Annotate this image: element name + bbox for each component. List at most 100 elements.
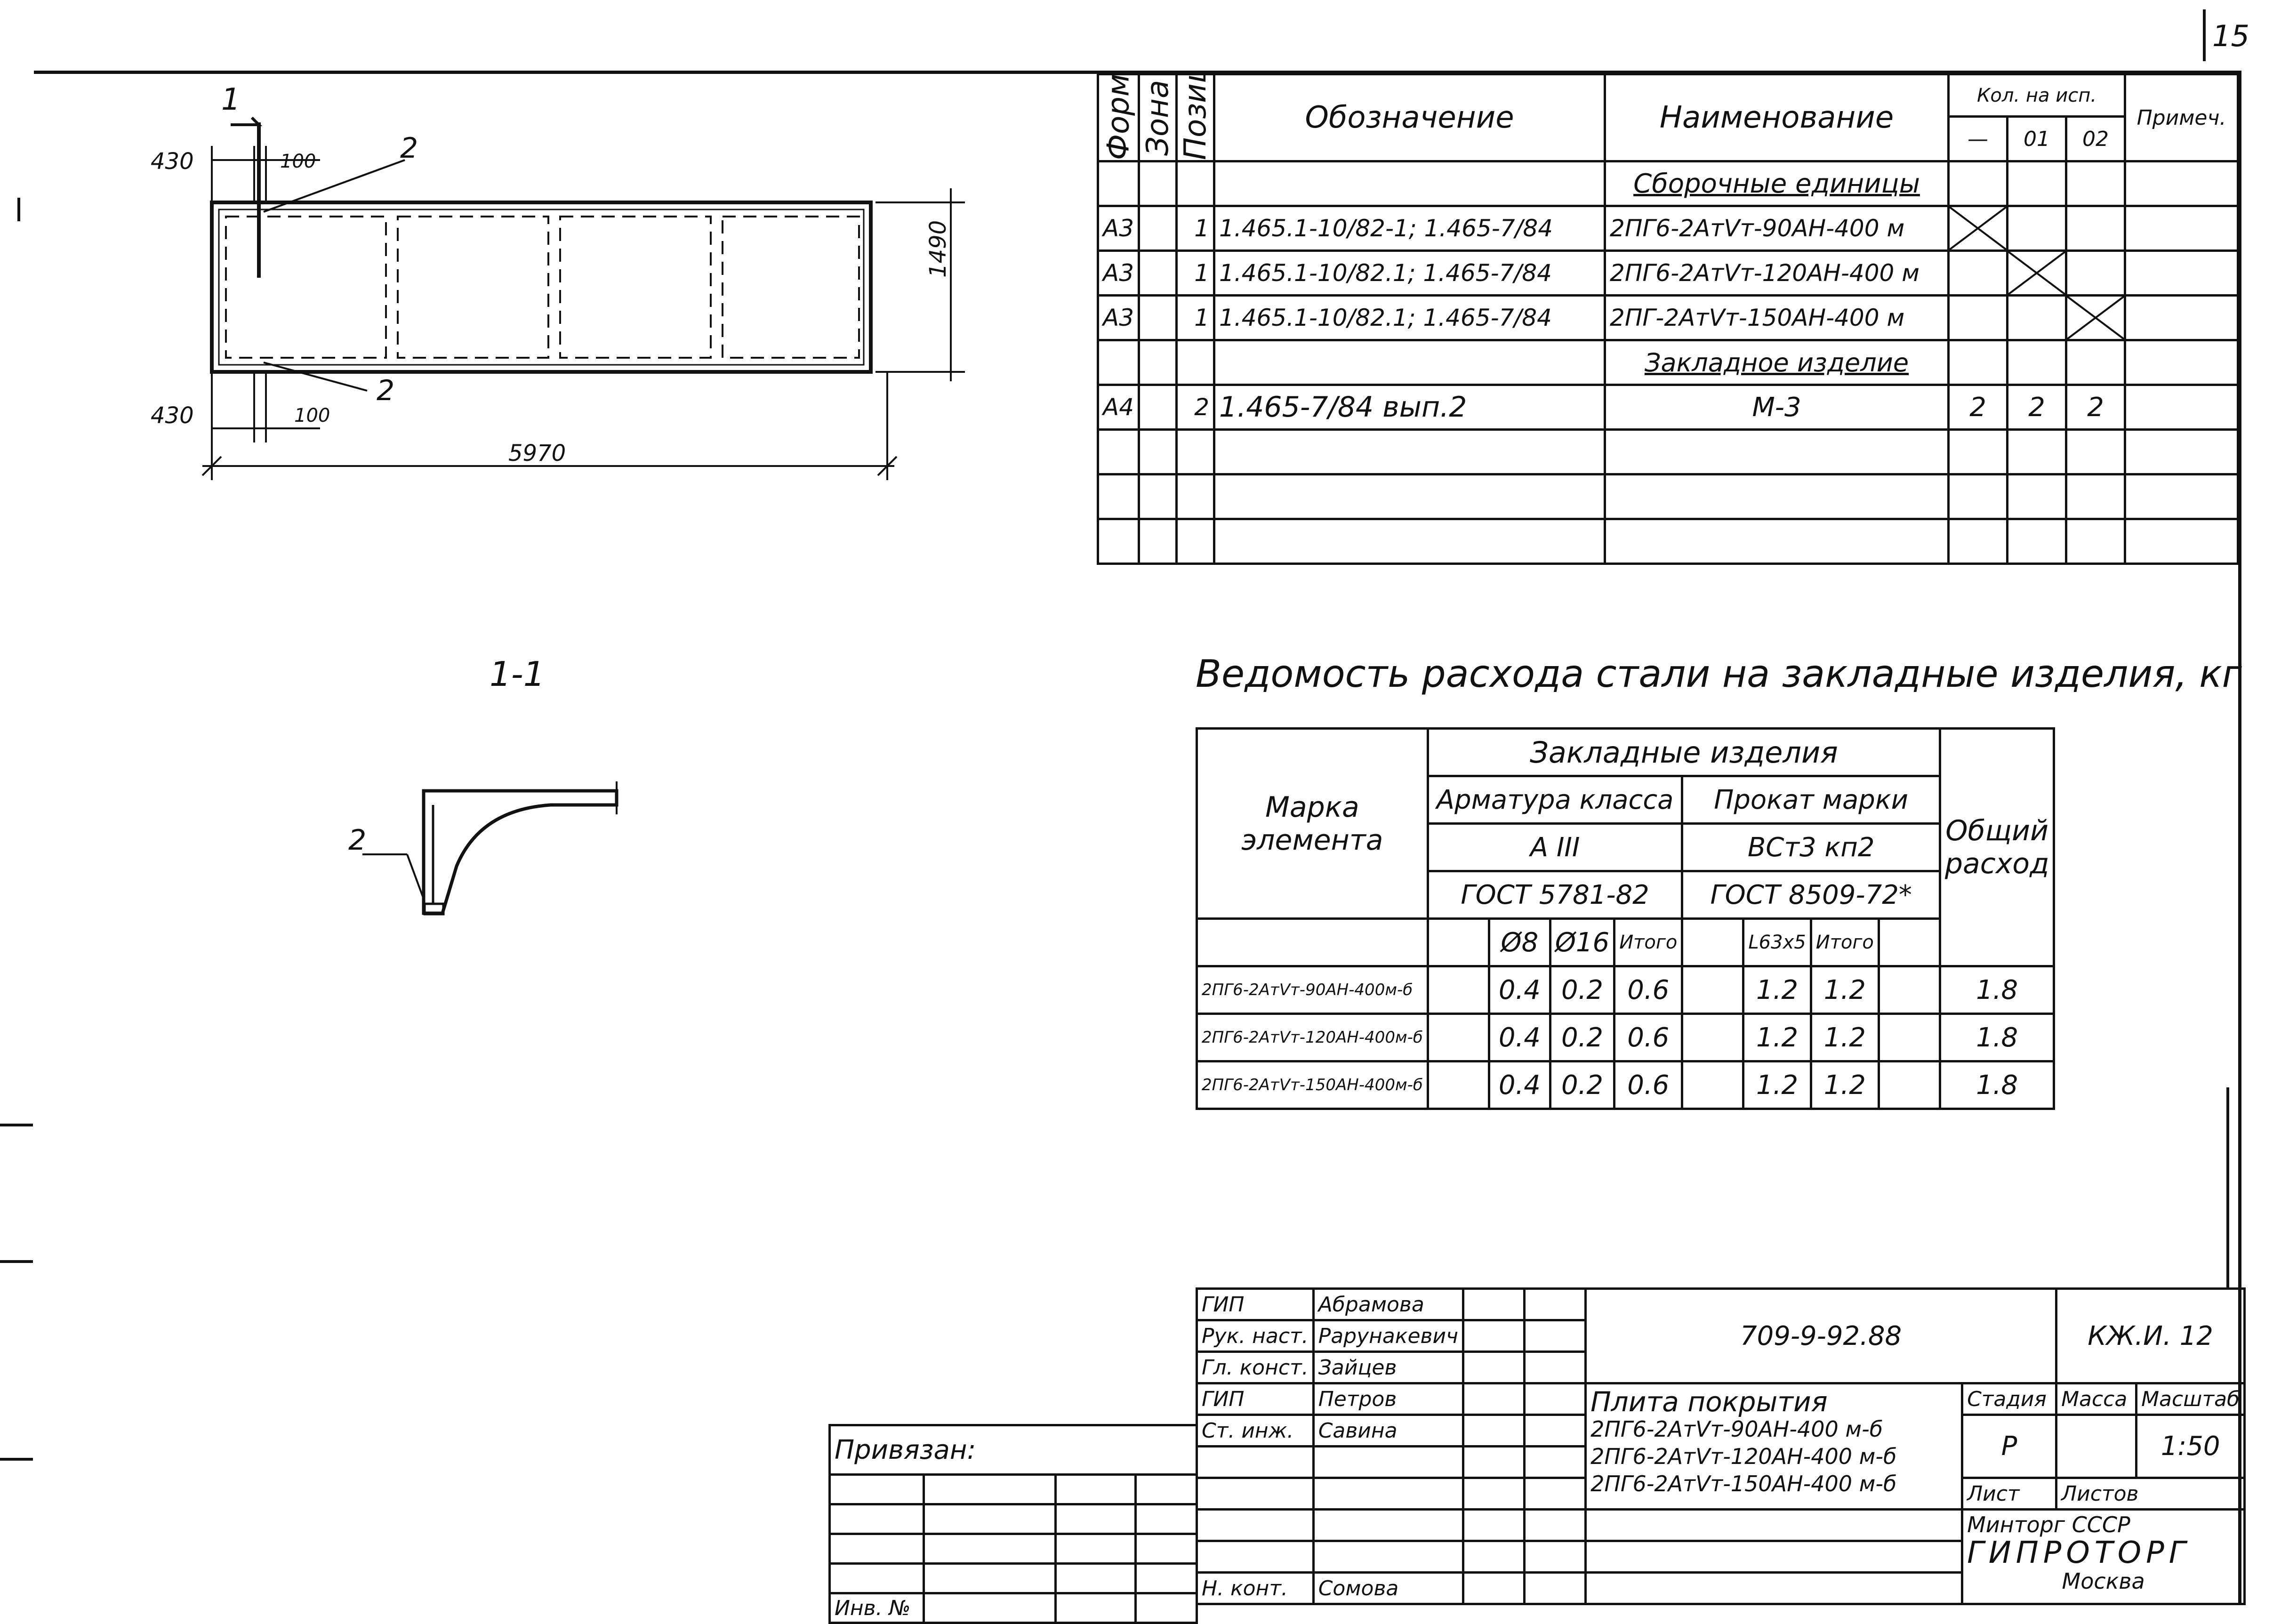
tb-signature bbox=[1462, 1287, 1526, 1321]
specification-table: Формат Зона Позиц. Обозначение Наименова… bbox=[1096, 73, 2240, 565]
tb-org-ministry: Минтоpг СССР bbox=[1967, 1512, 2130, 1537]
steel-cell: 0.6 bbox=[1613, 1013, 1684, 1062]
spec-header-name: Наименование bbox=[1604, 73, 1950, 162]
steel-subheader: Ø8 bbox=[1487, 917, 1551, 967]
spec-cell-zone bbox=[1138, 160, 1178, 207]
table-row: 2ПГ6-2АтVт-150АН-400м-б 0.4 0.2 0.6 1.2 … bbox=[1196, 1060, 2056, 1110]
spec-cell-designation: 1.465.1-10/82-1; 1.465-7/84 bbox=[1213, 205, 1606, 252]
spec-cell-zone bbox=[1138, 384, 1178, 431]
tb-date bbox=[1523, 1382, 1587, 1416]
spec-cell-format bbox=[1096, 160, 1140, 207]
table-row: Закладное изделие bbox=[1096, 339, 2240, 386]
tb-role: ГИП bbox=[1196, 1287, 1315, 1321]
page-number: 15 bbox=[2212, 19, 2249, 53]
tb-sheets-header: Листов bbox=[2055, 1477, 2246, 1511]
steel-rebar-class: А III bbox=[1426, 822, 1684, 872]
tb-scale: 1:50 bbox=[2135, 1414, 2246, 1479]
steel-subheader-empty bbox=[1681, 917, 1745, 967]
tb-name: Петров bbox=[1312, 1382, 1465, 1416]
steel-subheader: Ø16 bbox=[1549, 917, 1616, 967]
tb-title-line: 2ПГ6-2АтVт-120АН-400 м-б bbox=[1590, 1444, 1897, 1469]
spec-cell-format: А3 bbox=[1096, 205, 1140, 252]
tb-role: ГИП bbox=[1196, 1382, 1315, 1416]
table-row: 2ПГ6-2АтVт-120АН-400м-б 0.4 0.2 0.6 1.2 … bbox=[1196, 1013, 2056, 1062]
spec-cell-qty bbox=[2065, 160, 2127, 207]
spec-cell-name: М-3 bbox=[1604, 384, 1950, 431]
spec-cell-designation bbox=[1213, 160, 1606, 207]
tb-signature bbox=[1462, 1571, 1526, 1605]
spec-header-qty-col: 01 bbox=[2006, 115, 2068, 162]
steel-cell: 0.4 bbox=[1487, 1013, 1551, 1062]
slab-plan-drawing bbox=[201, 116, 965, 480]
section-title: 1-1 bbox=[490, 654, 545, 694]
spec-cell-qty bbox=[2065, 205, 2127, 252]
steel-cell-mark: 2ПГ6-2АтVт-150АН-400м-б bbox=[1196, 1060, 1429, 1110]
spec-cell-zone bbox=[1138, 205, 1178, 252]
steel-subheader-empty bbox=[1426, 917, 1490, 967]
spec-cell-zone bbox=[1138, 294, 1178, 341]
spec-cell-crossed bbox=[2006, 249, 2068, 297]
table-row: 2ПГ6-2АтVт-90АН-400м-б 0.4 0.2 0.6 1.2 1… bbox=[1196, 965, 2056, 1015]
frame-segment bbox=[2226, 1087, 2229, 1287]
tb-stage: Р bbox=[1961, 1414, 2058, 1479]
table-row: А3 1 1.465.1-10/82.1; 1.465-7/84 2ПГ-2Ат… bbox=[1096, 294, 2240, 341]
steel-cell: 1.2 bbox=[1809, 965, 1880, 1015]
sheet-frame bbox=[34, 71, 2241, 1605]
section-drawing bbox=[362, 781, 618, 916]
spec-header-pos: Позиц. bbox=[1176, 74, 1214, 161]
tb-title: Плита покрытия 2ПГ6-2АтVт-90АН-400 м-б 2… bbox=[1584, 1382, 1964, 1511]
spec-section-heading: Закладное изделие bbox=[1604, 339, 1950, 386]
tb-role: Ст. инж. bbox=[1196, 1414, 1315, 1447]
steel-cell: 0.4 bbox=[1487, 965, 1551, 1015]
tb-date bbox=[1523, 1414, 1587, 1447]
table-row bbox=[1096, 518, 2240, 565]
tb-organization: Минтоpг СССР ГИПРОТОРГ Москва bbox=[1961, 1508, 2246, 1605]
spec-header-qty-col: — bbox=[1947, 115, 2009, 162]
tb-name: Рарунакевич bbox=[1312, 1319, 1465, 1353]
steel-header-embedded: Закладные изделия bbox=[1426, 727, 1941, 777]
tb-signature bbox=[1462, 1351, 1526, 1384]
tb-sheet-header: Лист bbox=[1961, 1477, 2058, 1511]
spec-cell-crossed bbox=[1947, 205, 2009, 252]
dim-length: 5970 bbox=[508, 440, 566, 466]
spec-cell-qty bbox=[1947, 339, 2009, 386]
tb-name: Савина bbox=[1312, 1414, 1465, 1447]
table-row bbox=[1096, 473, 2240, 520]
steel-cell-total: 1.8 bbox=[1938, 1060, 2056, 1110]
tb-role: Рук. наст. bbox=[1196, 1319, 1315, 1353]
steel-rolled-grade: ВСт3 кп2 bbox=[1681, 822, 1941, 872]
spec-cell-note bbox=[2124, 205, 2240, 252]
tb-stage-header: Стадия bbox=[1961, 1382, 2058, 1416]
spec-header-qty: Кол. на исп. bbox=[1947, 73, 2127, 118]
table-row: А4 2 1.465-7/84 вып.2 М-3 2 2 2 bbox=[1096, 384, 2240, 431]
steel-cell-mark: 2ПГ6-2АтVт-90АН-400м-б bbox=[1196, 965, 1429, 1015]
spec-cell-designation: 1.465.1-10/82.1; 1.465-7/84 bbox=[1213, 249, 1606, 297]
spec-cell-format: А4 bbox=[1096, 384, 1140, 431]
steel-table-title: Ведомость расхода стали на закладные изд… bbox=[1196, 652, 2242, 696]
spec-cell-qty bbox=[1947, 294, 2009, 341]
tb-scale-header: Масштаб bbox=[2135, 1382, 2246, 1416]
dim-gap-top: 100 bbox=[280, 151, 316, 172]
steel-cell-total: 1.8 bbox=[1938, 1013, 2056, 1062]
dim-left-bottom: 430 bbox=[151, 402, 194, 429]
tb-date bbox=[1523, 1319, 1587, 1353]
spec-cell-qty bbox=[2006, 160, 2068, 207]
spec-cell-pos: 1 bbox=[1175, 294, 1216, 341]
tb-project-code: 709-9-92.88 bbox=[1584, 1287, 2058, 1383]
tb-org-name: ГИПРОТОРГ bbox=[1967, 1536, 2191, 1570]
steel-cell: 0.4 bbox=[1487, 1060, 1551, 1110]
inventory-number-label: Инв. № bbox=[828, 1592, 925, 1624]
spec-cell-format: А3 bbox=[1096, 294, 1140, 341]
steel-header-rebar: Арматура класса bbox=[1426, 775, 1684, 825]
steel-consumption-table: Марка элемента Закладные изделия Общий р… bbox=[1196, 727, 2056, 1110]
margin-ticks bbox=[0, 198, 33, 1461]
spec-cell-zone bbox=[1138, 339, 1178, 386]
tb-title-line: Плита покрытия bbox=[1590, 1386, 1828, 1418]
spec-cell-format bbox=[1096, 339, 1140, 386]
steel-cell: 0.2 bbox=[1549, 1060, 1616, 1110]
tb-signature bbox=[1462, 1382, 1526, 1416]
spec-cell-qty bbox=[2065, 339, 2127, 386]
spec-cell-qty bbox=[2065, 249, 2127, 297]
spec-header-designation: Обозначение bbox=[1213, 73, 1606, 162]
tb-name: Абрамова bbox=[1312, 1287, 1465, 1321]
